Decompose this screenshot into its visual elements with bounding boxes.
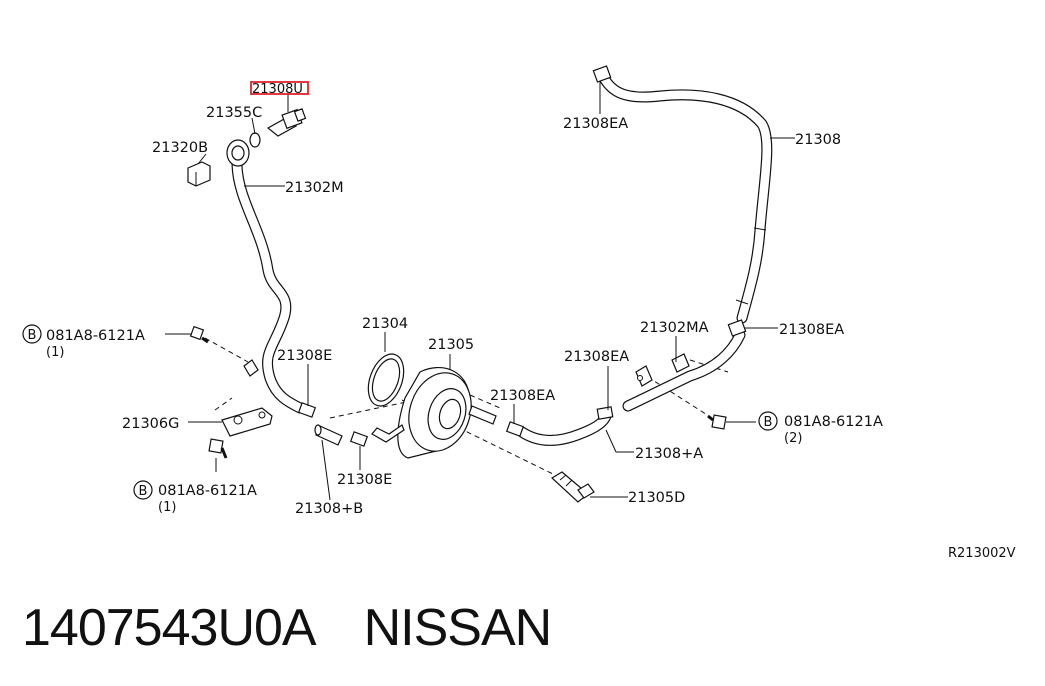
connector-21308u[interactable] [266, 108, 307, 137]
svg-text:B: B [139, 484, 148, 499]
bolt-marker-1: B [22, 324, 42, 344]
label-21305: 21305 [428, 337, 474, 353]
svg-text:B: B [28, 328, 37, 343]
label-21305d: 21305D [628, 490, 685, 506]
pipe-21302ma[interactable] [622, 329, 746, 412]
label-bolt1-code: 081A8-6121A [46, 328, 145, 344]
hose-21308-plus-a[interactable] [516, 410, 612, 446]
label-bolt3-qty: (1) [158, 500, 176, 515]
label-21308: 21308 [795, 132, 841, 148]
label-21302ma: 21302MA [640, 320, 709, 336]
label-21308ea-right: 21308EA [779, 322, 844, 338]
part-number: 1407543U0A [22, 599, 317, 657]
label-21308-plus-b: 21308+B [295, 501, 363, 517]
banjo-fitting-21302m[interactable] [226, 139, 250, 167]
bolt-marker-3: B [133, 480, 153, 500]
clamp-21308ea-top[interactable] [592, 65, 612, 83]
label-21308e-upper: 21308E [277, 348, 332, 364]
brand-name: NISSAN [363, 599, 553, 657]
cap-21320b[interactable] [187, 161, 211, 187]
label-21320b: 21320B [152, 140, 208, 156]
label-21306g: 21306G [122, 416, 179, 432]
leader-lines [165, 82, 795, 501]
bolt-081a8-6121a-2[interactable] [707, 414, 727, 430]
gasket-21304[interactable] [362, 349, 411, 411]
label-bolt1-qty: (1) [46, 345, 64, 360]
label-21302m: 21302M [285, 180, 344, 196]
label-21308-plus-a: 21308+A [635, 446, 703, 462]
oil-cooler-21305[interactable] [371, 365, 497, 460]
clamp-21308ea-mid[interactable] [596, 406, 614, 420]
label-21308ea-top: 21308EA [563, 116, 628, 132]
label-bolt3-code: 081A8-6121A [158, 483, 257, 499]
washer-21355c[interactable] [249, 132, 261, 148]
diagram-reference: R213002V [948, 546, 1016, 561]
clamp-21308ea-right[interactable] [727, 319, 747, 337]
label-21308e-lower: 21308E [337, 472, 392, 488]
bolt-081a8-6121a-1[interactable] [189, 325, 209, 344]
hose-21308-plus-b[interactable] [314, 424, 343, 446]
label-bolt2-qty: (2) [784, 431, 802, 446]
footer-caption: 1407543U0A NISSAN [22, 598, 553, 658]
label-21308ea-mid: 21308EA [564, 349, 629, 365]
part-labels: 21355C 21320B 21302M 21308EA 21308 B 081… [22, 105, 1016, 561]
label-21308u: 21308U [252, 82, 303, 97]
label-bolt2-code: 081A8-6121A [784, 414, 883, 430]
clamp-21308e-upper[interactable] [297, 402, 317, 418]
label-21308ea-center: 21308EA [490, 388, 555, 404]
hose-21302m[interactable] [231, 159, 306, 414]
label-21304: 21304 [362, 316, 408, 332]
highlighted-part-label[interactable]: 21308U [250, 81, 309, 97]
clamp-21308e-lower[interactable] [349, 431, 369, 447]
svg-text:B: B [764, 415, 773, 430]
bolt-marker-2: B [758, 411, 778, 431]
bolt-081a8-6121a-3[interactable] [208, 438, 228, 459]
connector-21305d[interactable] [551, 471, 595, 503]
label-21355c: 21355C [206, 105, 262, 121]
hose-21308[interactable] [598, 72, 773, 324]
clamp-21308ea-center[interactable] [505, 421, 525, 437]
bracket-21306g[interactable] [221, 359, 273, 437]
